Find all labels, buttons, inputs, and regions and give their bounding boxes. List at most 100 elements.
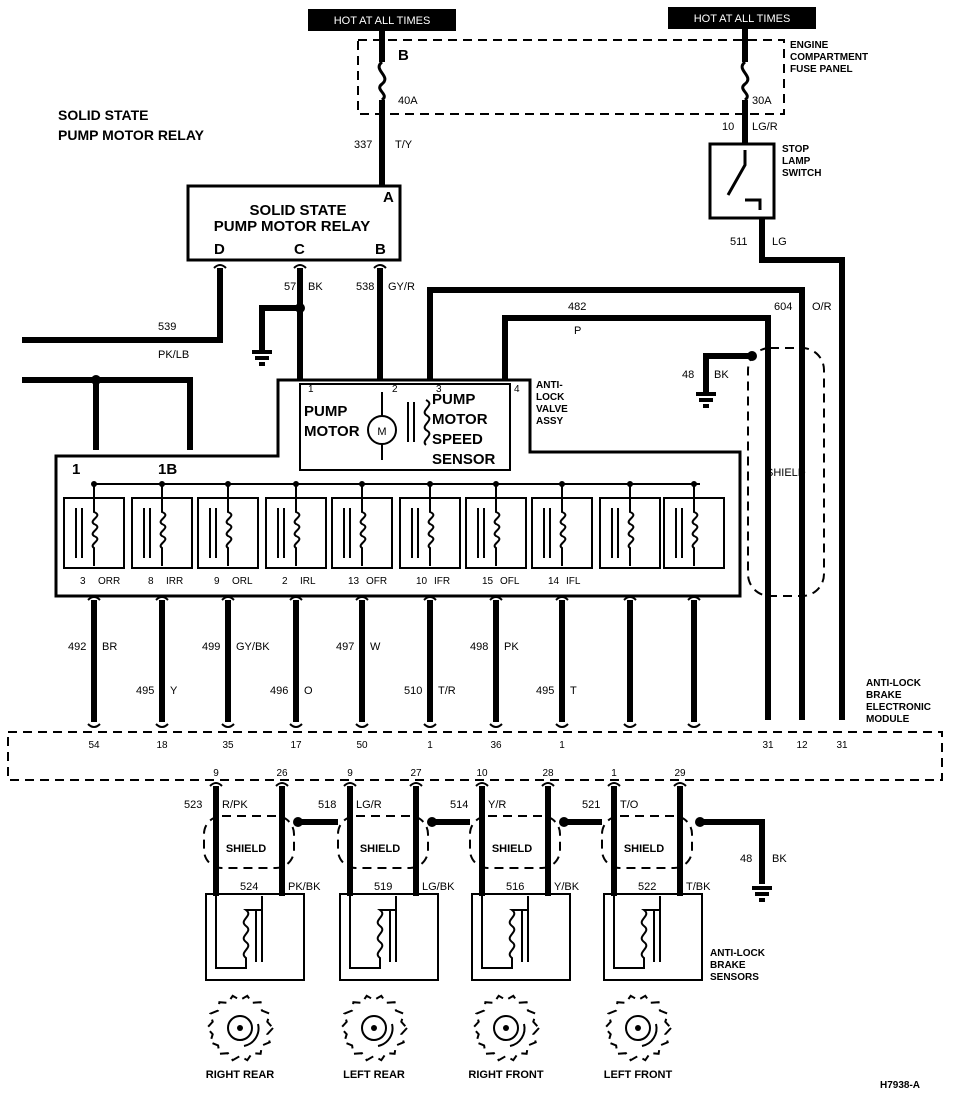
wire-57-circuit: 57 [284,281,296,293]
solenoid-wire-circuit: 495 [136,685,154,697]
module-bottom-pin: 9 [213,768,219,779]
solenoid-pin: 10 [416,576,428,587]
solenoid-name: OFR [366,576,387,587]
tone-wheel-icon [471,994,541,1062]
block-pin-1b: 1B [158,461,177,478]
ground-48-circuit: 48 [682,369,694,381]
module-label-3: ELECTRONIC [866,702,931,713]
wire-482-color: P [574,325,581,337]
valve-assembly-box [54,378,742,598]
wire-538-color: GY/R [388,281,415,293]
solenoid-wire-circuit: 499 [202,641,220,653]
fuse-panel-box [357,39,785,115]
wheel-wire-circuit-1: 523 [184,799,202,811]
speed-sensor-label-1: PUMP [432,391,475,408]
wheel-wire-color-2: T/BK [686,881,711,893]
speed-sensor-label-2: MOTOR [432,411,488,428]
module-label-1: ANTI-LOCK [866,678,922,689]
module-bottom-pin: 27 [410,768,422,779]
speed-sensor-coil-icon [407,399,431,446]
wheel-shield-0 [203,815,295,869]
valve-pin-2: 2 [392,384,398,395]
valve-label-4: ASSY [536,416,564,427]
solenoid-wire-color: GY/BK [236,641,270,653]
fuse-panel-label-3: FUSE PANEL [790,64,853,75]
wheel-shield-2 [469,815,561,869]
wire-482-circuit: 482 [568,301,586,313]
valve-label-3: VALVE [536,404,568,415]
solenoid-name: ORL [232,576,253,587]
tone-wheel-icon [339,994,409,1062]
relay-pin-d: D [214,241,225,258]
wire-511-circuit: 511 [730,236,748,248]
module-bottom-pin: 1 [611,768,617,779]
tone-wheel-icon [205,994,275,1062]
sensor-coil-icon [481,896,529,969]
stop-lamp-label-2: LAMP [782,156,811,167]
wheel-wire-circuit-1: 521 [582,799,600,811]
wheel-wire-color-2: Y/BK [554,881,580,893]
relay-pin-b: B [375,241,386,258]
sensors-label-3: SENSORS [710,972,759,983]
shield-label: SHIELD [492,843,532,855]
wheel-shield-1 [337,815,429,869]
valve-pin-3: 3 [436,384,442,395]
module-pin: 31 [762,740,774,751]
wire-604-circuit: 604 [774,301,792,313]
sensor-coil-icon [349,896,397,969]
hot-banner-right [668,7,816,29]
solenoid-wire-circuit: 498 [470,641,488,653]
motor-symbol: M [377,426,386,438]
module-pin: 1 [559,740,565,751]
coil-icon [343,484,367,566]
fuse-left-circuit: 337 [354,139,372,151]
wheel-name: LEFT REAR [343,1069,405,1081]
coil-icon [675,484,699,566]
solenoid-name: ORR [98,576,120,587]
solenoid-pin: 2 [282,576,288,587]
wheel-wire-color-1: LG/R [356,799,382,811]
solenoid-name: IRR [166,576,183,587]
wire-539-circuit: 539 [158,321,176,333]
coil-icon [277,484,301,566]
fuse-panel-label-1: ENGINE [790,40,829,51]
solenoid-wire-circuit: 492 [68,641,86,653]
ground-48-color: BK [714,369,729,381]
solenoid-wire-color: O [304,685,313,697]
solenoid-wire-circuit: 510 [404,685,422,697]
wheel-sensor-box-2 [471,893,571,981]
module-pin: 31 [836,740,848,751]
figure-id: H7938-A [880,1080,920,1091]
relay-name-1: SOLID STATE [250,202,347,219]
coil-icon [209,484,233,566]
fuse-30a-icon [740,60,750,102]
stop-lamp-switch-box [708,142,776,220]
fuse-left-rating: 40A [398,95,418,107]
module-pin: 12 [796,740,808,751]
block-pin-1: 1 [72,461,80,478]
module-pin: 50 [356,740,368,751]
relay-pin-a: A [383,189,394,206]
hot-banner-right-text: HOT AT ALL TIMES [694,13,791,25]
wheel-name: LEFT FRONT [604,1069,673,1081]
title-line-2: PUMP MOTOR RELAY [58,127,205,143]
module-bottom-pin: 28 [542,768,554,779]
coil-icon [543,484,567,566]
module-label-4: MODULE [866,714,910,725]
sensors-label-2: BRAKE [710,960,746,971]
title-line-1: SOLID STATE [58,107,148,123]
pump-motor-relay-box [186,184,402,262]
solenoid-wire-color: T [570,685,577,697]
fuse-right-circuit: 10 [722,121,734,133]
solenoid-pin: 8 [148,576,154,587]
pump-motor-label-1: PUMP [304,403,347,420]
wheel-wire-circuit-2: 524 [240,881,258,893]
solenoid-wire-color: W [370,641,381,653]
wheel-sensor-box-0 [205,893,305,981]
wheel-wire-color-1: Y/R [488,799,506,811]
wheel-wire-color-1: T/O [620,799,639,811]
wheel-name: RIGHT REAR [206,1069,275,1081]
sensors-label-1: ANTI-LOCK [710,948,766,959]
